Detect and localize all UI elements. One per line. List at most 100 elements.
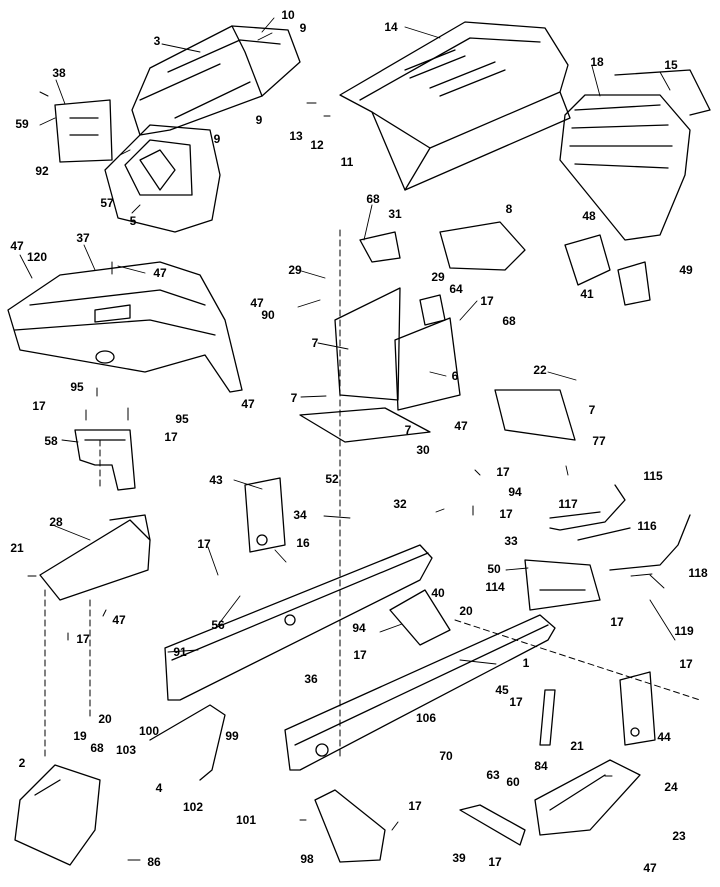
callout-120: 120 <box>26 250 48 264</box>
callout-7a: 7 <box>311 336 319 350</box>
part-front-shield <box>14 764 101 866</box>
part-dash-housing <box>104 124 221 233</box>
callout-17l: 17 <box>408 799 422 813</box>
part-43-plate <box>244 477 286 553</box>
callout-95a: 95 <box>70 380 84 394</box>
callout-58: 58 <box>44 434 58 448</box>
callout-94b: 94 <box>352 621 366 635</box>
callout-24: 24 <box>664 780 678 794</box>
callout-45: 45 <box>495 683 509 697</box>
callout-29b: 29 <box>431 270 445 284</box>
callout-91: 91 <box>173 645 187 659</box>
callout-101: 101 <box>235 813 257 827</box>
callout-19: 19 <box>73 729 87 743</box>
callout-44: 44 <box>657 730 671 744</box>
callout-36: 36 <box>304 672 318 686</box>
callout-57: 57 <box>100 196 114 210</box>
callout-4: 4 <box>155 781 163 795</box>
callout-14: 14 <box>384 20 398 34</box>
callout-17k: 17 <box>509 695 523 709</box>
callout-6: 6 <box>451 369 459 383</box>
callout-47b: 47 <box>153 266 167 280</box>
part-98-bracket <box>314 789 386 863</box>
callout-118: 118 <box>688 566 708 580</box>
callout-70: 70 <box>439 749 453 763</box>
callout-60: 60 <box>506 775 520 789</box>
part-77-bracket <box>494 389 576 441</box>
callout-99: 99 <box>225 729 239 743</box>
callout-10: 10 <box>281 8 295 22</box>
callout-5: 5 <box>129 214 137 228</box>
callout-29a: 29 <box>288 263 302 277</box>
callout-17i: 17 <box>353 648 367 662</box>
callout-94a: 94 <box>508 485 522 499</box>
leader-lines <box>19 17 676 665</box>
callout-90: 90 <box>261 308 275 322</box>
callout-11: 11 <box>340 155 354 169</box>
callout-52: 52 <box>325 472 339 486</box>
part-grille <box>559 69 711 241</box>
callout-77: 77 <box>592 434 606 448</box>
callout-33: 33 <box>504 534 518 548</box>
part-tube <box>149 704 226 781</box>
callout-9a: 9 <box>299 21 307 35</box>
callout-17m: 17 <box>488 855 502 869</box>
callout-17d: 17 <box>496 465 510 479</box>
callout-115: 115 <box>643 469 663 483</box>
part-84-lever <box>539 689 556 746</box>
callout-47f: 47 <box>112 613 126 627</box>
callout-12: 12 <box>310 138 324 152</box>
part-center-plates <box>299 221 526 443</box>
callout-102: 102 <box>182 800 204 814</box>
part-footrest <box>534 759 641 836</box>
callout-9c: 9 <box>255 113 263 127</box>
callout-17e: 17 <box>499 507 513 521</box>
callout-56: 56 <box>211 618 225 632</box>
callout-7c: 7 <box>588 403 596 417</box>
part-frame-left <box>164 544 433 701</box>
callout-21a: 21 <box>10 541 24 555</box>
part-44-bracket <box>619 671 656 746</box>
callout-92: 92 <box>35 164 49 178</box>
callout-47e: 47 <box>454 419 468 433</box>
callout-47c: 47 <box>250 296 264 310</box>
callout-3: 3 <box>153 34 161 48</box>
callout-40: 40 <box>431 586 445 600</box>
callout-7b: 7 <box>290 391 298 405</box>
callout-31: 31 <box>388 207 402 221</box>
callout-30: 30 <box>416 443 430 457</box>
part-fender <box>7 261 243 393</box>
callout-17f: 17 <box>197 537 211 551</box>
callout-17c: 17 <box>164 430 178 444</box>
part-axle-bracket <box>524 559 601 611</box>
callout-84: 84 <box>534 759 548 773</box>
callout-1: 1 <box>522 656 530 670</box>
part-48-bracket <box>564 234 651 306</box>
callout-47a: 47 <box>10 239 24 253</box>
callout-39: 39 <box>452 851 466 865</box>
callout-9b: 9 <box>213 132 221 146</box>
callout-17j: 17 <box>679 657 693 671</box>
part-40-bracket <box>389 589 451 646</box>
callout-49: 49 <box>679 263 693 277</box>
part-hood <box>339 21 571 191</box>
part-dash-panel <box>131 25 301 136</box>
part-39-bracket <box>459 804 526 846</box>
callout-116: 116 <box>637 519 657 533</box>
callout-13: 13 <box>289 129 303 143</box>
callout-34: 34 <box>293 508 307 522</box>
callout-17h: 17 <box>610 615 624 629</box>
callout-106: 106 <box>415 711 437 725</box>
callout-47d: 47 <box>241 397 255 411</box>
callout-98: 98 <box>300 852 314 866</box>
callout-48: 48 <box>582 209 596 223</box>
callout-68a: 68 <box>366 192 380 206</box>
callout-68c: 68 <box>90 741 104 755</box>
callout-37: 37 <box>76 231 90 245</box>
callout-86: 86 <box>147 855 161 869</box>
callout-41: 41 <box>580 287 594 301</box>
callout-103: 103 <box>115 743 137 757</box>
callout-50: 50 <box>487 562 501 576</box>
callout-7d: 7 <box>404 423 412 437</box>
callout-47g: 47 <box>643 861 657 875</box>
